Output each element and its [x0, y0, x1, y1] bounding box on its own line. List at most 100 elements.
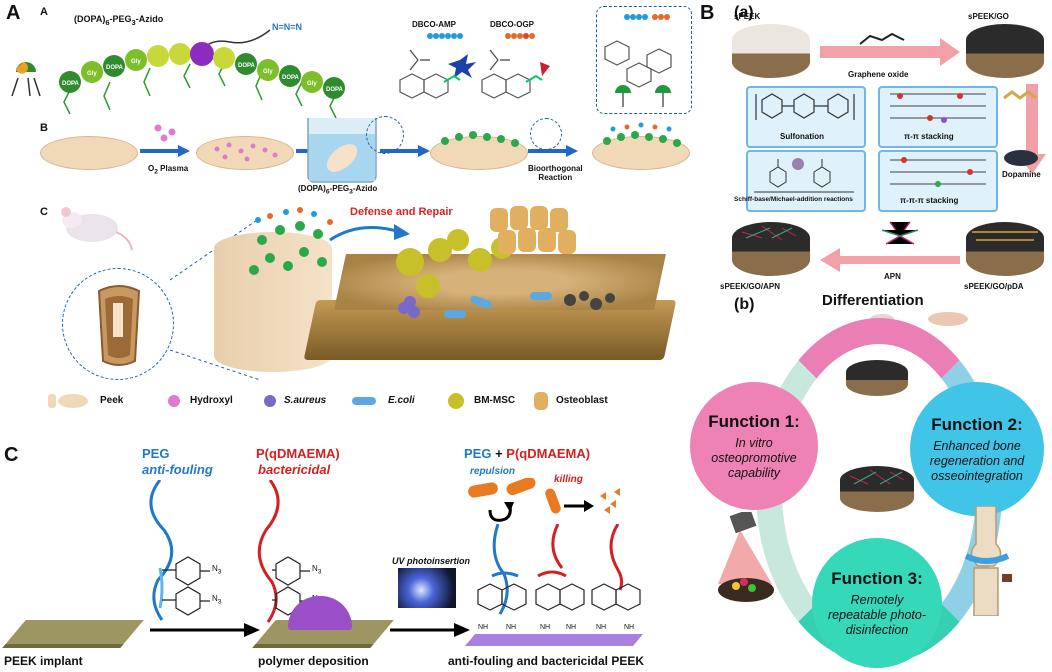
svg-text:DOPA: DOPA — [62, 81, 80, 87]
svg-text:DOPA: DOPA — [326, 87, 344, 93]
legend-saureus: S.aureus — [284, 395, 327, 406]
osteoblast-cell-icon — [928, 312, 968, 326]
mussel-icon — [1004, 150, 1038, 166]
arrow-right-icon — [140, 145, 190, 157]
svg-text:DOPA: DOPA — [282, 75, 300, 81]
saureus-icon — [264, 395, 276, 407]
legend-bm-msc: BM-MSC — [474, 395, 516, 406]
peek-implant-label: PEEK implant — [4, 654, 83, 668]
repulsion-label: repulsion — [470, 466, 516, 477]
polymer-deposition-label: polymer deposition — [258, 654, 369, 668]
zoom-circle-1 — [366, 116, 404, 154]
curved-arrow-icon — [329, 224, 410, 242]
peek-implant-slab — [2, 620, 144, 648]
zoom-circle-2 — [530, 118, 562, 150]
apn-molecule — [881, 221, 919, 245]
legend-peek: Peek — [100, 395, 124, 406]
dopamine-molecule — [1003, 90, 1037, 100]
svg-text:DOPA: DOPA — [106, 65, 124, 71]
pipi-box-1 — [878, 86, 998, 148]
sulfonation-box — [746, 86, 866, 148]
osteoblast-icon — [534, 392, 548, 410]
laser-illustration — [718, 512, 774, 602]
molecule-label: (DOPA)6-PEG3-Azido — [74, 14, 164, 27]
legend-hydroxyl: Hydroxyl — [190, 395, 233, 406]
apn-label: APN — [884, 272, 901, 281]
dopamine-arrow — [1018, 84, 1046, 174]
nh-5: NH — [596, 624, 607, 631]
hydroxyl-icon — [168, 395, 180, 407]
svg-text:DOPA: DOPA — [238, 63, 256, 69]
polymer-structures — [149, 480, 310, 623]
nh-6: NH — [624, 624, 635, 631]
grafted-surface — [477, 524, 641, 615]
svg-text:Gly: Gly — [263, 69, 273, 75]
sulfonation-label: Sulfonation — [780, 132, 824, 141]
dbco-amp-label: DBCO-AMP — [412, 20, 456, 29]
differentiation-label: Differentiation — [822, 292, 924, 309]
scaffold-disc-mid — [840, 466, 914, 512]
uv-label: UV photoinsertion — [392, 556, 470, 566]
peek-rod-icon — [48, 394, 56, 408]
knee-joint-illustration — [964, 506, 1012, 616]
combined-label: PEG + P(qDMAEMA) — [464, 446, 591, 461]
panel-c-letter: C — [4, 444, 19, 466]
bacteria-interaction — [468, 478, 620, 522]
sub-b-letter: B — [40, 122, 48, 134]
function-2-title: Function 2: — [931, 414, 1023, 434]
o2-plasma-label: O2 Plasma — [148, 164, 189, 176]
sub-a-label: (a) — [734, 4, 754, 21]
polymer-brush — [249, 207, 333, 275]
reaction-product-box — [596, 6, 692, 114]
speek-label: sPEEK — [734, 12, 761, 21]
anchor-glyph-icon — [11, 62, 41, 97]
arrow-right-icon — [150, 623, 260, 637]
azide-n3-2: N3 — [212, 594, 222, 606]
killing-label: killing — [554, 474, 583, 485]
purple-slab — [464, 634, 644, 646]
hydroxyl-particles — [154, 124, 176, 142]
speek-go-apn-disc — [732, 222, 810, 276]
peek-disc-coated — [430, 131, 528, 170]
speek-go-label: sPEEK/GO — [968, 12, 1009, 21]
dopamine-label: Dopamine — [1002, 170, 1041, 179]
graphene-arrow — [820, 32, 960, 66]
panel-b-letter: B — [700, 2, 715, 24]
defense-repair-label: Defense and Repair — [350, 206, 453, 218]
svg-text:N=N=N: N=N=N — [272, 22, 302, 32]
pipi-box-2 — [878, 150, 998, 212]
schiff-label: Schiff-base/Michael-addition reactions — [734, 196, 853, 203]
dopa-peg-label: (DOPA)6-PEG3-Azido — [298, 184, 378, 196]
graphene-label: Graphene oxide — [848, 70, 909, 79]
svg-text:Gly: Gly — [307, 81, 317, 87]
bactericidal-label: bactericidal — [258, 462, 331, 477]
arrow-right-icon — [390, 623, 470, 637]
beaker-icon — [307, 118, 377, 183]
pipi-pi-stacking-label: π-π-π stacking — [900, 196, 959, 205]
pqdmaema-label: P(qDMAEMA) — [256, 446, 340, 461]
nh-1: NH — [478, 624, 489, 631]
svg-text:Gly: Gly — [87, 71, 97, 77]
mouse-illustration — [61, 207, 133, 251]
peek-disc-functionalized — [592, 122, 690, 170]
nh-4: NH — [566, 624, 577, 631]
legend-osteoblast: Osteoblast — [556, 395, 608, 406]
sub-b-label: (b) — [734, 296, 755, 313]
speek-go-apn-label: sPEEK/GO/APN — [720, 282, 781, 291]
speek-go-pda-label: sPEEK/GO/pDA — [964, 282, 1024, 291]
nh-3: NH — [540, 624, 551, 631]
function-3-title: Function 3: — [831, 568, 923, 588]
cells-scene — [396, 206, 615, 318]
speek-go-pda-disc — [966, 222, 1044, 276]
schiff-box — [746, 150, 866, 212]
triazole-structure — [604, 14, 672, 107]
uv-photo — [398, 568, 456, 608]
function-1-title: Function 1: — [708, 411, 800, 431]
anti-fouling-label: anti-fouling — [142, 462, 213, 477]
svg-text:Gly: Gly — [131, 59, 141, 65]
